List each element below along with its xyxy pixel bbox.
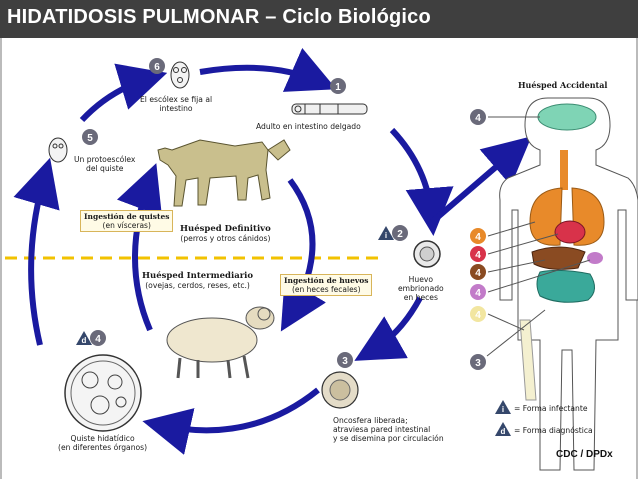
stage-5-number: 5 <box>82 129 98 145</box>
ingestion-cysts-box: Ingestión de quistes (en vísceras) <box>80 210 174 232</box>
svg-text:d: d <box>82 336 87 345</box>
brain-organ <box>537 103 597 131</box>
hydatid-cyst-illustration <box>64 354 142 432</box>
stage-1-label: Adulto en intestino delgado <box>256 122 361 131</box>
svg-text:i: i <box>385 231 387 240</box>
svg-text:i: i <box>502 405 504 414</box>
svg-text:2: 2 <box>397 229 403 240</box>
pointer-spleen <box>487 259 591 293</box>
spleen-organ <box>587 252 603 264</box>
heart-organ <box>554 220 586 244</box>
pointer-3-to-body <box>486 309 546 357</box>
arrow-sheep-to-dog <box>117 163 162 332</box>
arrow-6-to-1 <box>199 47 337 92</box>
protoscolex-illustration <box>48 137 68 163</box>
dog-illustration <box>157 139 291 207</box>
stage-2-number: i 2 <box>378 225 408 241</box>
intermediate-host-label: Huésped Intermediario (ovejas, cerdos, r… <box>142 271 254 291</box>
legend-diagnostic-badge: d <box>495 422 511 436</box>
arrow-1-to-2 <box>389 127 454 236</box>
pointer-heart <box>487 233 559 255</box>
stage-2-label: Huevo embrionado en heces <box>398 275 444 302</box>
svg-text:4: 4 <box>475 288 481 299</box>
legend-infective-badge: i <box>495 400 511 414</box>
svg-text:1: 1 <box>335 82 341 93</box>
stage-4-number: d 4 <box>76 330 106 346</box>
arrow-4-to-5 <box>13 157 60 346</box>
accidental-lung-number: 4 <box>470 228 486 244</box>
accidental-host-label: Huésped Accidental <box>518 80 608 90</box>
accidental-spleen-number: 4 <box>470 284 486 300</box>
accidental-3-number: 3 <box>470 354 486 370</box>
arrow-2-to-3 <box>354 296 423 361</box>
lungs-organ <box>529 187 605 246</box>
svg-text:4: 4 <box>475 268 481 279</box>
egg-illustration <box>413 240 441 268</box>
accidental-brain-number: 4 <box>470 109 486 125</box>
svg-text:4: 4 <box>475 250 481 261</box>
sheep-illustration <box>166 306 275 379</box>
svg-text:5: 5 <box>87 133 93 144</box>
stage-6-number: 6 <box>149 58 165 74</box>
svg-text:3: 3 <box>342 356 348 367</box>
legend-infective-label: = Forma infectante <box>514 404 588 413</box>
arrow-to-accidental-host <box>430 136 532 225</box>
svg-text:6: 6 <box>154 62 160 73</box>
svg-text:3: 3 <box>475 358 481 369</box>
trachea <box>560 150 568 190</box>
svg-text:4: 4 <box>475 232 481 243</box>
pointer-lung <box>487 221 536 237</box>
adult-worm-illustration <box>291 103 368 115</box>
arrow-3-to-4 <box>142 387 320 455</box>
svg-text:4: 4 <box>475 113 481 124</box>
scolex-illustration <box>170 61 190 89</box>
svg-text:4: 4 <box>95 334 101 345</box>
bone-organ <box>519 319 537 401</box>
accidental-liver-number: 4 <box>470 264 486 280</box>
credit-label: CDC / DPDx <box>556 449 613 460</box>
stage-1-number: 1 <box>330 78 346 94</box>
liver-organ <box>531 246 586 270</box>
pointer-liver <box>487 259 546 273</box>
svg-text:4: 4 <box>475 310 481 321</box>
accidental-heart-number: 4 <box>470 246 486 262</box>
stage-6-label: El escólex se fija al intestino <box>140 95 213 113</box>
stage-5-label: Un protoescólex del quiste <box>74 155 136 173</box>
svg-text:d: d <box>501 427 506 436</box>
pointer-bone <box>487 313 525 331</box>
accidental-bone-number: 4 <box>470 306 486 322</box>
arrow-dog-to-sheep <box>280 178 326 332</box>
title-bar: HIDATIDOSIS PULMONAR – Ciclo Biológico <box>0 0 638 38</box>
definitive-host-label: Huésped Definitivo (perros y otros cánid… <box>180 224 271 244</box>
oncosphere-illustration <box>321 371 359 409</box>
intestine-organ <box>536 269 595 303</box>
stage-3-number: 3 <box>337 352 353 368</box>
legend-diagnostic-label: = Forma diagnóstica <box>514 426 593 435</box>
stage-3-label: Oncosfera liberada; atraviesa pared inte… <box>333 416 444 443</box>
ingestion-eggs-box: Ingestión de huevos (en heces fecales) <box>280 274 373 296</box>
page-title: HIDATIDOSIS PULMONAR – Ciclo Biológico <box>7 6 431 28</box>
arrow-5-to-6 <box>79 63 168 123</box>
stage-4-label: Quiste hidatídico (en diferentes órganos… <box>58 434 148 452</box>
